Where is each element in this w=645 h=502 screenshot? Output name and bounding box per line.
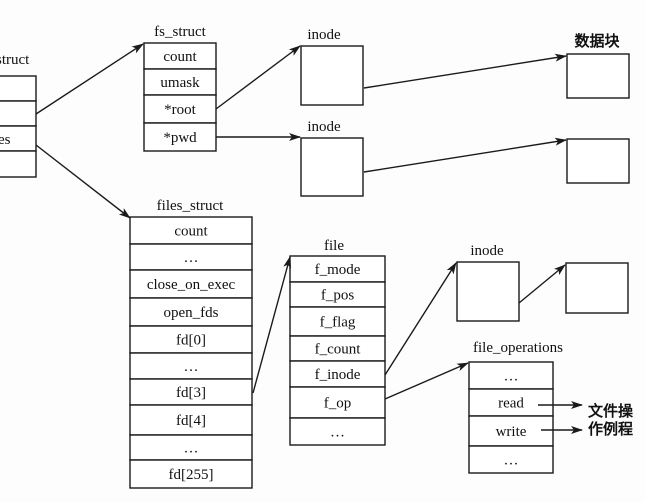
files-struct-cell: …: [184, 359, 199, 375]
task-struct: struct es: [0, 52, 37, 178]
file-operations-row: [468, 415, 554, 447]
files-struct-row: [129, 243, 253, 271]
data-block: 数据块: [566, 32, 630, 184]
arrow-task-to-fs: [35, 43, 144, 115]
file-struct-cell: f_pos: [321, 288, 354, 304]
files-struct-row: [129, 297, 253, 327]
inode-pwd-box: [300, 137, 364, 197]
files-struct-cell: …: [184, 250, 199, 266]
file-struct-cell: f_mode: [315, 262, 361, 278]
files-struct-row: [129, 269, 253, 299]
file-struct-cell: f_flag: [320, 315, 356, 331]
files-struct-row: [129, 325, 253, 354]
task-struct-row: [0, 75, 37, 102]
arrow-root-to-inode: [215, 45, 301, 110]
file-operation-routines: 文件操 作例程: [588, 402, 634, 438]
files-struct-cell: fd[3]: [176, 385, 206, 401]
file-struct-row: [289, 335, 386, 362]
data-block-title: 数据块: [574, 32, 620, 50]
file-operations-title: file_operations: [473, 340, 563, 356]
inode-file-data-box: [565, 262, 629, 314]
files-struct-cell: fd[4]: [176, 413, 206, 429]
data-block-box-1: [566, 53, 630, 99]
task-struct-title: struct: [0, 52, 30, 68]
fs-struct-row: [143, 42, 217, 70]
fs-struct-row: [143, 122, 217, 152]
file-struct: file f_mode f_pos f_flag f_count f_inode f_op…: [289, 238, 386, 446]
files-struct-cell: open_fds: [164, 305, 219, 321]
fs-struct-cell: *root: [164, 102, 196, 118]
files-struct-title: files_struct: [157, 198, 224, 214]
arrow-inode-to-block-1: [363, 53, 567, 89]
file-struct-cell: …: [330, 425, 345, 441]
files-struct: files_struct count … close_on_exec open_fds…: [129, 198, 253, 489]
files-struct-row: [129, 352, 253, 380]
arrow-fop-to-fileops: [384, 362, 469, 400]
file-struct-row: [289, 417, 386, 446]
file-struct-row: [289, 306, 386, 337]
files-struct-cell: close_on_exec: [147, 277, 236, 293]
file-struct-cell: f_count: [315, 342, 362, 358]
file-struct-title: file: [324, 238, 344, 254]
data-block-box-2: [566, 138, 630, 184]
files-struct-cell: count: [174, 224, 208, 240]
arrow-fd3-to-file: [252, 256, 291, 394]
fs-struct-cell: count: [163, 49, 197, 65]
arrow-inode-to-block-2: [363, 137, 567, 173]
fs-struct-cell: umask: [160, 75, 200, 91]
fs-struct-row: [143, 94, 217, 124]
inode-root: inode: [300, 27, 364, 106]
file-operations-cell: read: [498, 396, 524, 412]
files-struct-row: [129, 378, 253, 406]
inode-root-box: [300, 45, 364, 106]
files-struct-row: [129, 459, 253, 489]
routine-label-line2: 作例程: [588, 420, 633, 438]
files-struct-row: [129, 404, 253, 436]
task-struct-row: [0, 100, 37, 127]
fs-struct-title: fs_struct: [154, 24, 206, 40]
file-operations-row: [468, 361, 554, 390]
inode-file-title: inode: [470, 243, 504, 259]
arrow-inode-to-data: [518, 264, 566, 304]
pointer-arrows: [35, 43, 583, 434]
file-struct-cell: f_inode: [315, 367, 361, 383]
files-struct-cell: …: [184, 441, 199, 457]
inode-file-box: [456, 261, 520, 322]
inode-pwd-title: inode: [307, 119, 341, 135]
file-operations-row: [468, 388, 554, 417]
arrow-task-to-files: [35, 144, 131, 219]
file-struct-row: [289, 360, 386, 388]
file-operations-row: [468, 445, 554, 474]
task-struct-row: [0, 150, 37, 178]
file-operations-cell: …: [504, 369, 519, 385]
file-struct-cell: f_op: [324, 396, 352, 412]
inode-file: inode: [456, 243, 629, 322]
file-operations: file_operations … read write …: [468, 340, 563, 474]
inode-root-title: inode: [307, 27, 341, 43]
files-struct-row: [129, 216, 253, 245]
file-operations-cell: …: [504, 453, 519, 469]
task-struct-files-label: es: [0, 132, 11, 148]
fs-struct-cell: *pwd: [163, 130, 197, 146]
file-struct-row: [289, 255, 386, 283]
arrow-finode-to-inode: [384, 262, 457, 376]
file-operations-cell: write: [496, 424, 527, 440]
fs-struct: fs_struct count umask *root *pwd: [143, 24, 217, 152]
routine-label-line1: 文件操: [588, 402, 634, 420]
files-struct-cell: fd[0]: [176, 333, 206, 349]
file-struct-row: [289, 281, 386, 308]
files-struct-cell: fd[255]: [169, 467, 214, 483]
inode-pwd: inode: [300, 119, 364, 197]
